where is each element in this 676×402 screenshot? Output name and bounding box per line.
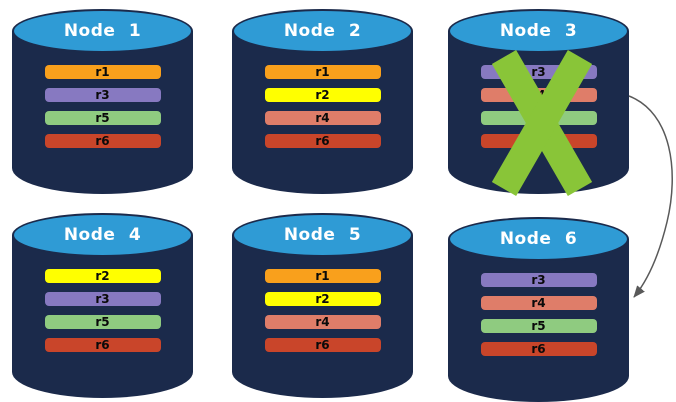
replica-list: r1 r2 r4 r6 xyxy=(232,269,413,352)
replica-bar: r6 xyxy=(44,134,161,148)
replica-label: r6 xyxy=(315,338,330,352)
replica-bar: r6 xyxy=(264,134,381,148)
replica-label: r5 xyxy=(95,315,110,329)
failure-x-icon xyxy=(491,50,593,196)
replica-label: r6 xyxy=(315,134,330,148)
cylinder-top-ellipse: Node 6 xyxy=(448,217,629,261)
replica-bar: r6 xyxy=(264,338,381,352)
replica-label: r2 xyxy=(95,269,110,283)
replica-bar: r4 xyxy=(264,111,381,125)
node-cylinder: Node 3 r3 r4 r5 r6 xyxy=(448,7,629,196)
replica-label: r2 xyxy=(315,292,330,306)
node-cylinder: Node 2 r1 r2 r4 r6 xyxy=(232,7,413,194)
replica-label: r5 xyxy=(531,319,546,333)
replica-label: r3 xyxy=(531,273,546,287)
replica-label: r3 xyxy=(95,292,110,306)
replica-list: r3 r4 r5 r6 xyxy=(448,273,629,356)
replica-label: r4 xyxy=(315,315,330,329)
replica-bar: r5 xyxy=(44,111,161,125)
node-title: Node 4 xyxy=(63,224,142,245)
replica-bar: r4 xyxy=(480,296,597,310)
replica-list: r2 r3 r5 r6 xyxy=(12,269,193,352)
replica-bar: r6 xyxy=(480,342,597,356)
replica-bar: r2 xyxy=(264,88,381,102)
cylinder-top-ellipse: Node 5 xyxy=(232,213,413,257)
replica-list: r1 r2 r4 r6 xyxy=(232,65,413,148)
replica-label: r3 xyxy=(95,88,110,102)
replica-bar: r2 xyxy=(44,269,161,283)
node-title: Node 3 xyxy=(499,20,578,41)
replica-bar: r1 xyxy=(264,65,381,79)
replica-bar: r5 xyxy=(44,315,161,329)
node-cylinder: Node 5 r1 r2 r4 r6 xyxy=(232,211,413,398)
replica-bar: r3 xyxy=(480,273,597,287)
replica-bar: r5 xyxy=(480,319,597,333)
replica-label: r1 xyxy=(315,269,330,283)
node-title: Node 5 xyxy=(283,224,362,245)
replica-bar: r6 xyxy=(44,338,161,352)
node-cylinder: Node 6 r3 r4 r5 r6 xyxy=(448,215,629,402)
replica-label: r2 xyxy=(315,88,330,102)
replica-bar: r3 xyxy=(44,292,161,306)
replica-label: r6 xyxy=(95,134,110,148)
node-cylinder: Node 1 r1 r3 r5 r6 xyxy=(12,7,193,194)
node-title: Node 2 xyxy=(283,20,362,41)
replica-label: r4 xyxy=(531,296,546,310)
replica-label: r1 xyxy=(315,65,330,79)
node-cylinder: Node 4 r2 r3 r5 r6 xyxy=(12,211,193,398)
replica-label: r3 xyxy=(531,65,546,79)
replica-bar: r3 xyxy=(44,88,161,102)
cylinder-top-ellipse: Node 4 xyxy=(12,213,193,257)
cylinder-top-ellipse: Node 3 xyxy=(448,9,629,53)
replica-label: r6 xyxy=(95,338,110,352)
cylinder-top-ellipse: Node 2 xyxy=(232,9,413,53)
replica-bar: r4 xyxy=(264,315,381,329)
replica-bar: r2 xyxy=(264,292,381,306)
replica-label: r4 xyxy=(315,111,330,125)
replica-bar: r1 xyxy=(44,65,161,79)
replica-list: r1 r3 r5 r6 xyxy=(12,65,193,148)
replica-label: r5 xyxy=(95,111,110,125)
replica-label: r1 xyxy=(95,65,110,79)
replica-label: r6 xyxy=(531,342,546,356)
node-title: Node 6 xyxy=(499,228,578,249)
cylinder-top-ellipse: Node 1 xyxy=(12,9,193,53)
replica-bar: r1 xyxy=(264,269,381,283)
node-title: Node 1 xyxy=(63,20,142,41)
